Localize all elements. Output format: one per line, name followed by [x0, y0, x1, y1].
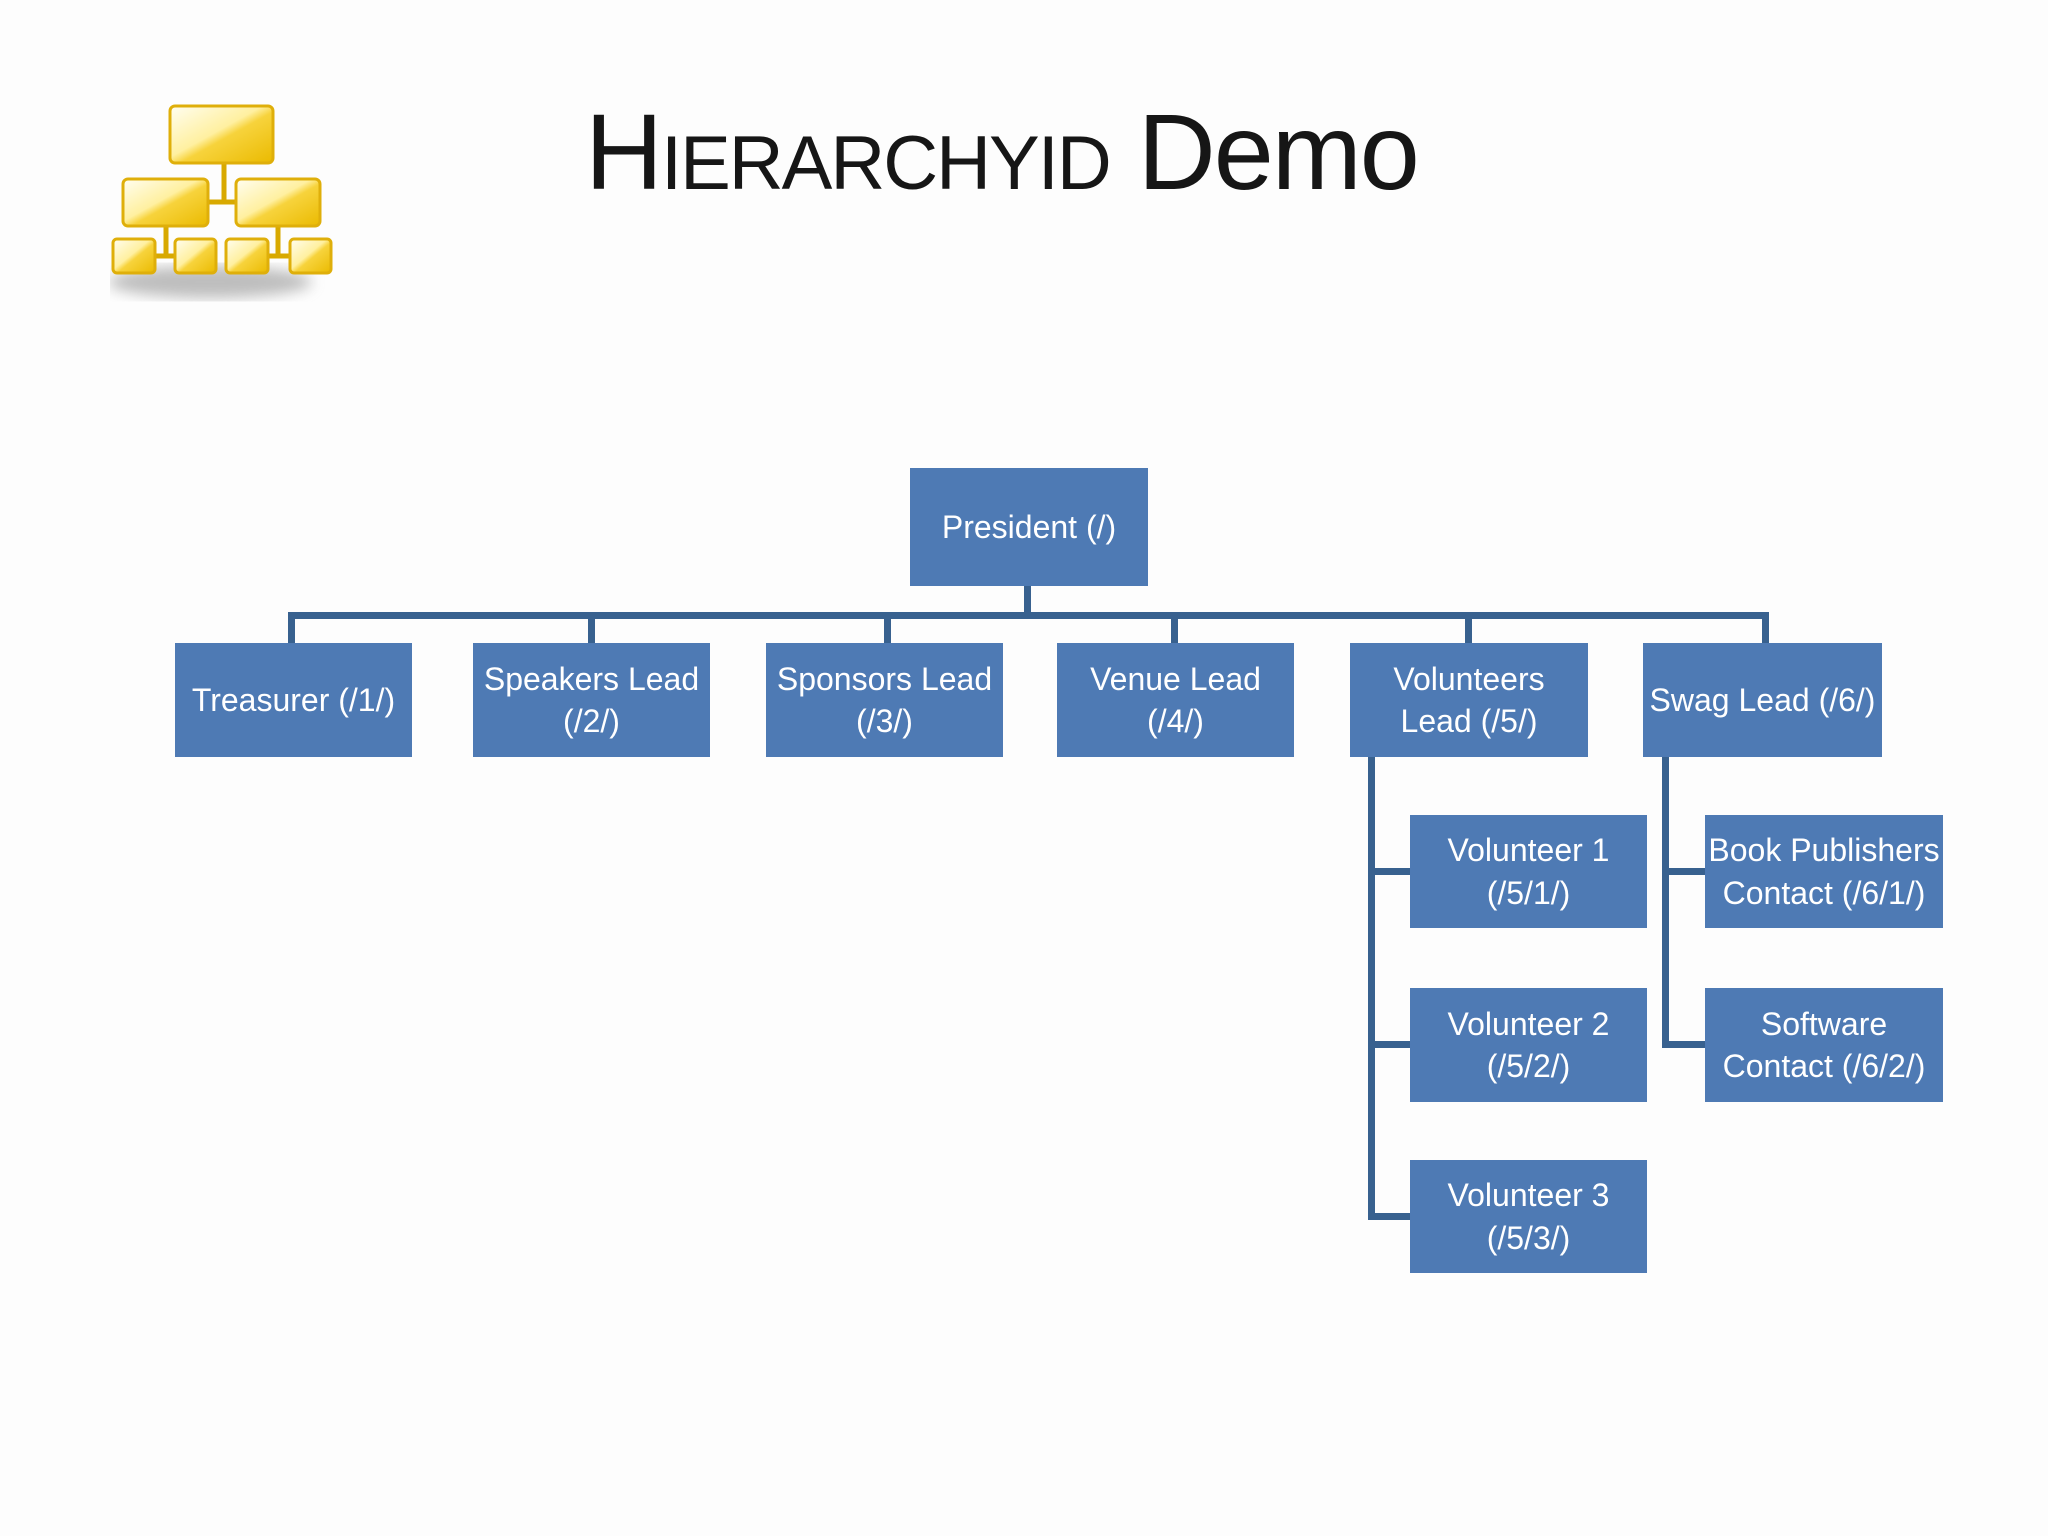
connector-stub-venue: [1171, 612, 1178, 643]
node-label: Swag Lead (/6/): [1649, 681, 1876, 718]
org-chart-icon: [108, 96, 340, 306]
connector-president-stub: [1024, 586, 1031, 613]
connector-elbow-volunteer3: [1368, 1213, 1413, 1220]
node-volunteers-lead: Volunteers Lead (/5/): [1350, 643, 1588, 757]
connector-stub-swag: [1762, 612, 1769, 643]
page-title-smallcaps: Hierarchyid: [585, 90, 1112, 212]
node-label: Volunteer 1: [1447, 832, 1610, 869]
connector-trunk: [288, 612, 1769, 619]
node-swag-lead: Swag Lead (/6/): [1643, 643, 1882, 757]
node-label: (/3/): [856, 703, 913, 739]
page-title: Hierarchyid Demo: [585, 86, 1420, 216]
org-chart-icon-svg: [108, 104, 333, 298]
node-label: Sponsors Lead: [776, 660, 993, 697]
node-volunteer-1: Volunteer 1 (/5/1/): [1410, 815, 1647, 928]
node-label: Speakers Lead: [483, 660, 700, 697]
node-president: President (/): [910, 468, 1148, 586]
node-label: Venue Lead: [1090, 660, 1261, 697]
node-volunteer-2: Volunteer 2 (/5/2/): [1410, 988, 1647, 1102]
node-venue-lead: Venue Lead (/4/): [1057, 643, 1294, 757]
node-treasurer: Treasurer (/1/): [175, 643, 412, 757]
node-label: (/5/2/): [1486, 1048, 1571, 1084]
node-speakers-lead: Speakers Lead (/2/): [473, 643, 710, 757]
connector-elbow-bookpub: [1662, 868, 1708, 875]
node-label: Volunteer 3: [1447, 1177, 1610, 1214]
node-sponsors-lead: Sponsors Lead (/3/): [766, 643, 1003, 757]
page-title-suffix: Demo: [1109, 90, 1420, 212]
connector-elbow-volunteer2: [1368, 1041, 1413, 1048]
node-volunteer-3: Volunteer 3 (/5/3/): [1410, 1160, 1647, 1273]
node-book-publishers-contact: Book Publishers Contact (/6/1/): [1705, 815, 1943, 928]
node-label: Volunteers: [1393, 660, 1545, 697]
node-label: (/4/): [1147, 703, 1204, 739]
connector-elbow-software: [1662, 1041, 1708, 1048]
connector-volunteers-spine: [1368, 757, 1375, 1220]
node-label: Lead (/5/): [1400, 703, 1538, 739]
connector-stub-sponsors: [884, 612, 891, 643]
node-label: Treasurer (/1/): [191, 681, 396, 718]
connector-swag-spine: [1662, 757, 1669, 1048]
node-label: Software: [1760, 1005, 1888, 1042]
node-label: (/2/): [563, 703, 620, 739]
node-label: President (/): [941, 508, 1117, 545]
node-label: Contact (/6/1/): [1722, 874, 1926, 911]
connector-stub-treasurer: [288, 612, 295, 643]
node-software-contact: Software Contact (/6/2/): [1705, 988, 1943, 1102]
node-label: (/5/3/): [1486, 1219, 1571, 1256]
connector-stub-volunteers: [1465, 612, 1472, 643]
connector-stub-speakers: [588, 612, 595, 643]
node-label: Contact (/6/2/): [1722, 1048, 1926, 1084]
connector-elbow-volunteer1: [1368, 868, 1413, 875]
node-label: Volunteer 2: [1447, 1005, 1610, 1042]
node-label: Book Publishers: [1708, 832, 1940, 869]
node-label: (/5/1/): [1486, 874, 1571, 911]
